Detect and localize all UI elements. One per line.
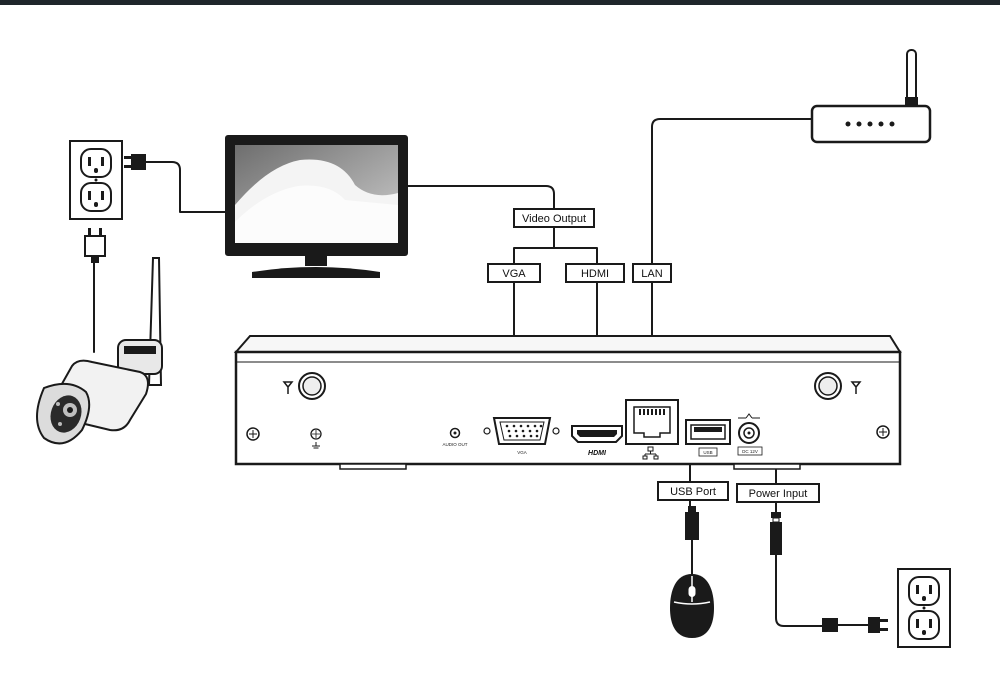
- antenna-connector-right: [814, 372, 842, 400]
- antenna-symbol-icon: [282, 381, 294, 394]
- hdmi-port: [571, 425, 623, 443]
- camera-icon: [36, 257, 163, 445]
- antenna-symbol-icon: [850, 381, 862, 394]
- usb-port-label: USB Port: [657, 481, 729, 501]
- vga-port: [483, 417, 560, 445]
- screw-icon: [246, 427, 260, 441]
- power-input-text: Power Input: [749, 488, 808, 500]
- power-input-label: Power Input: [736, 483, 820, 503]
- dc-marking: DC 12V: [742, 449, 758, 454]
- dc-power-jack: [738, 413, 760, 444]
- audio-out-port: [449, 427, 461, 439]
- usb-port: [685, 419, 731, 445]
- usb-plug-icon: [685, 506, 699, 540]
- router-icon: [810, 49, 932, 144]
- outlet-plug-icon: [868, 617, 888, 633]
- nvr-unit: AUDIO OUT VGA HDMI: [233, 335, 902, 470]
- ground-terminal-icon: [310, 428, 322, 449]
- usb-port-text: USB Port: [670, 486, 716, 498]
- monitor-icon: [225, 135, 408, 278]
- usb-marking-box: [698, 447, 718, 457]
- lan-port: [625, 399, 679, 445]
- power-plug-icon: [770, 512, 782, 555]
- hdmi-marking: HDMI: [588, 450, 607, 457]
- usb-marking: USB: [703, 450, 712, 455]
- monitor-power-cable: [145, 161, 227, 213]
- monitor-plug-icon: [124, 154, 146, 170]
- router-cable: [651, 118, 813, 265]
- top-bar: [0, 0, 1000, 5]
- mouse-icon: [670, 574, 714, 638]
- vga-label: VGA: [487, 263, 541, 283]
- power-cable-bottom: [775, 554, 823, 627]
- video-output-label: Video Output: [513, 208, 595, 228]
- lan-label: LAN: [632, 263, 672, 283]
- dc-marking-box: [737, 446, 763, 456]
- monitor-video-cable: [405, 185, 555, 211]
- video-output-text: Video Output: [522, 213, 586, 225]
- wall-outlet-top: [69, 140, 123, 220]
- audio-out-marking: AUDIO OUT: [442, 442, 467, 447]
- wall-outlet-bottom: [897, 568, 951, 648]
- hdmi-text: HDMI: [581, 268, 609, 280]
- vga-marking: VGA: [517, 450, 527, 455]
- vga-text: VGA: [502, 268, 526, 280]
- camera-plug-icon: [84, 228, 106, 263]
- network-symbol-icon: [642, 446, 659, 460]
- lan-text: LAN: [641, 268, 662, 280]
- video-split-lines: [513, 225, 598, 265]
- antenna-connector-left: [298, 372, 326, 400]
- power-cable-ferrite: [822, 618, 838, 632]
- screw-icon: [876, 425, 890, 439]
- hdmi-label: HDMI: [565, 263, 625, 283]
